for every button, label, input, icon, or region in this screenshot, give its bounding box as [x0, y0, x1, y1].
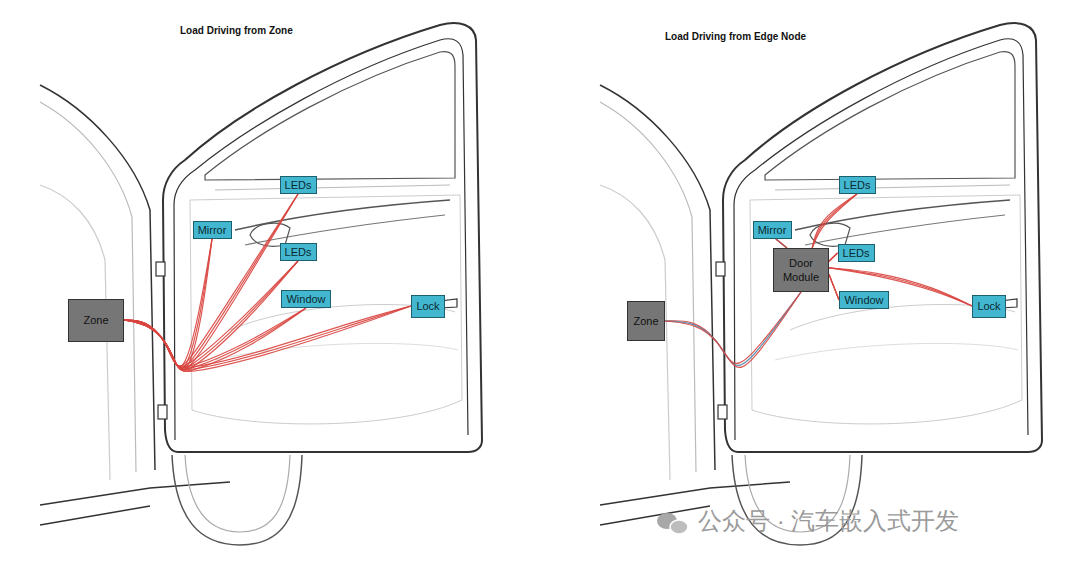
node-label: Lock — [416, 299, 439, 313]
load-tag: Lock — [411, 295, 445, 318]
wire-strand — [812, 194, 857, 248]
wire-bundle — [829, 253, 838, 261]
wire-strand — [665, 292, 801, 367]
wire-bundle — [776, 239, 787, 248]
wire-strand — [829, 268, 972, 306]
controller-box: Zone — [627, 301, 665, 341]
wire-bundle — [829, 268, 972, 306]
wechat-icon — [670, 520, 688, 534]
wire-bundle — [665, 292, 801, 367]
wechat-icon — [657, 513, 688, 534]
wire-strand — [124, 308, 306, 367]
controller-box: Door Module — [773, 248, 829, 292]
wire-bundle — [124, 261, 298, 370]
node-label: Window — [844, 293, 883, 307]
watermark: 公众号 · 汽车嵌入式开发 — [696, 505, 961, 537]
load-tag: Window — [281, 290, 331, 308]
node-label: Window — [286, 292, 325, 306]
load-tag: LEDs — [280, 243, 317, 261]
wire-strand — [124, 194, 298, 370]
load-tag: LEDs — [280, 176, 317, 194]
wire-strand — [665, 292, 801, 363]
wire-bundle — [124, 194, 298, 370]
wire-strand — [829, 253, 838, 261]
wire-strand — [812, 194, 857, 248]
wire-strand — [124, 306, 411, 367]
wire-bundle — [829, 274, 839, 300]
node-label: Mirror — [758, 223, 787, 237]
node-label: LEDs — [844, 178, 871, 192]
wire-strand — [124, 306, 411, 369]
panel-title: Load Driving from Edge Node — [663, 31, 808, 42]
wire-strand — [776, 239, 787, 248]
wire-strand — [776, 239, 787, 248]
node-label: LEDs — [285, 178, 312, 192]
wire-strand — [829, 274, 839, 300]
wire-strand — [124, 308, 306, 371]
wire-strand — [124, 308, 306, 369]
node-label: Mirror — [198, 223, 227, 237]
load-tag: Mirror — [193, 221, 232, 239]
load-tag: Lock — [972, 295, 1006, 318]
load-tag: Mirror — [753, 221, 792, 239]
wire-strand — [829, 268, 972, 306]
panel-title: Load Driving from Zone — [178, 25, 295, 36]
wire-strand — [812, 194, 857, 248]
node-label: Lock — [977, 299, 1000, 313]
node-label: LEDs — [843, 246, 870, 260]
wire-strand — [776, 239, 787, 248]
wire-bundle — [124, 308, 306, 371]
wire-strand — [829, 268, 972, 306]
wire-strand — [829, 253, 838, 261]
wire-strand — [665, 292, 801, 365]
node-label: LEDs — [285, 245, 312, 259]
door-drawing — [40, 23, 482, 545]
wire-strand — [124, 261, 298, 370]
wire-strand — [124, 194, 298, 366]
door-drawing — [600, 23, 1042, 545]
wire-bundle — [812, 194, 857, 248]
wire-strand — [124, 306, 411, 371]
node-label: Zone — [633, 314, 658, 328]
wire-strand — [829, 274, 839, 300]
node-label: Door Module — [778, 256, 824, 284]
load-tag: LEDs — [839, 176, 876, 194]
load-tag: Window — [839, 291, 889, 309]
wire-strand — [829, 274, 839, 300]
load-tag: LEDs — [838, 244, 875, 262]
wire-bundle — [124, 306, 411, 371]
node-label: Zone — [83, 313, 108, 327]
wire-strand — [829, 253, 838, 261]
wire-strand — [124, 194, 298, 368]
controller-box: Zone — [68, 299, 124, 342]
